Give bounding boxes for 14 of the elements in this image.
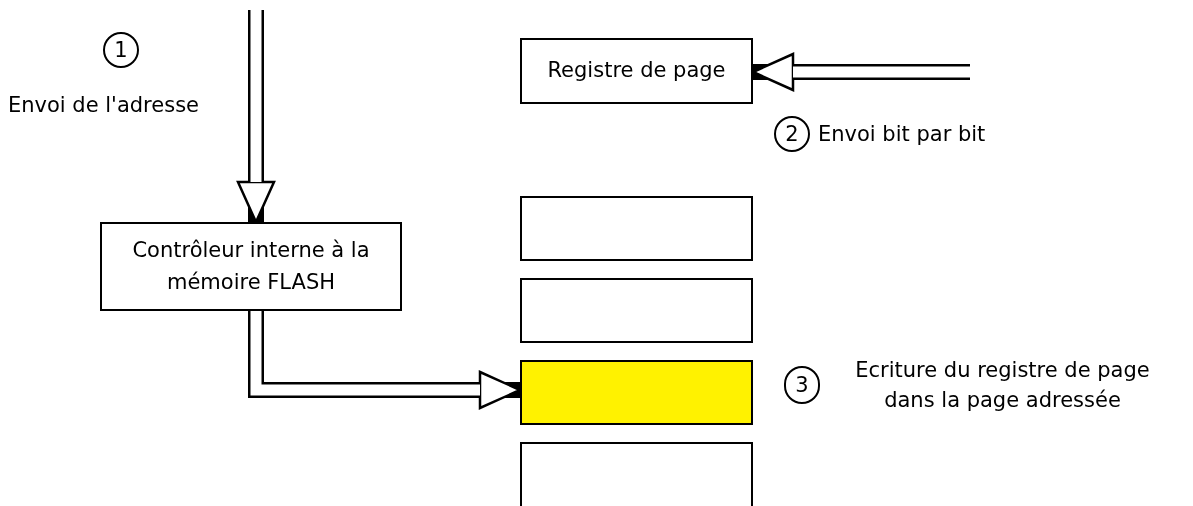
process-box	[100, 222, 402, 311]
callout-number: 3	[784, 366, 820, 404]
memory-page-box	[520, 360, 753, 425]
step-label: Ecriture du registre de page dans la page adressée	[854, 357, 1151, 415]
box-label: Contrôleur interne à la mémoire FLASH	[131, 237, 371, 296]
callout-number: 1	[103, 32, 139, 68]
memory-page-box	[520, 278, 753, 343]
memory-page-box	[520, 442, 753, 506]
step-label: Envoi de l'adresse	[8, 92, 200, 119]
callout-number: 2	[774, 116, 810, 152]
process-box	[520, 38, 753, 104]
step-label: Envoi bit par bit	[818, 121, 987, 148]
box-label: Registre de page	[547, 57, 726, 85]
memory-page-box	[520, 196, 753, 261]
